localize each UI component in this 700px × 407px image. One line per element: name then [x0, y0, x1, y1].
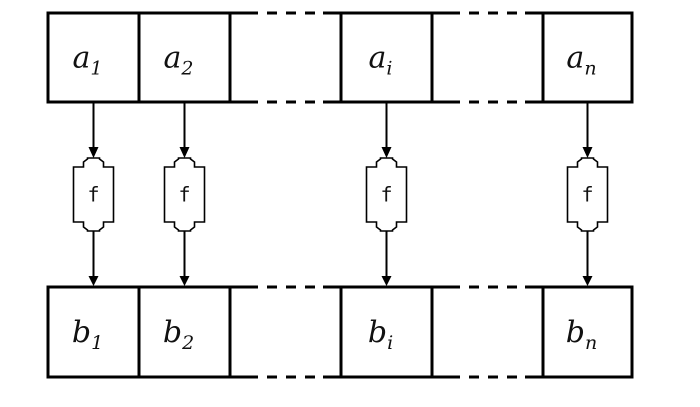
cell-subscript: i: [386, 58, 392, 80]
cell-label: bn: [566, 315, 597, 354]
a-cell: a2: [137, 11, 232, 104]
ellipsis-gap: [230, 11, 341, 104]
cell-box: [339, 285, 434, 379]
cell-subscript: 2: [180, 58, 193, 80]
function-box: f: [566, 157, 609, 232]
cell-subscript: n: [584, 58, 596, 80]
cell-base: a: [164, 41, 182, 76]
b-cell: bi: [339, 285, 434, 379]
function-box: f: [163, 157, 206, 232]
b-cell: b1: [46, 285, 141, 379]
arrow-head-icon: [582, 147, 593, 158]
a-cell: a1: [46, 11, 141, 104]
arrow-head-icon: [381, 147, 392, 158]
function-box-outline: [566, 157, 609, 232]
function-box-outline: [365, 157, 408, 232]
arrow-head-icon: [179, 276, 190, 286]
arrow-head-icon: [582, 276, 593, 286]
cell-subscript: 2: [181, 332, 194, 354]
arrow-head-icon: [88, 147, 99, 158]
function-box-outline: [163, 157, 206, 232]
cell-box: [541, 285, 634, 379]
b-cell: bn: [541, 285, 634, 379]
map-lane-n: [582, 102, 593, 286]
ellipsis-gap: [432, 11, 543, 104]
b-cell: b2: [137, 285, 232, 379]
cell-base: a: [73, 41, 91, 76]
function-label: f: [87, 183, 99, 207]
cell-base: b: [368, 315, 387, 350]
cell-label: b2: [163, 315, 194, 354]
function-box: f: [72, 157, 115, 232]
cell-subscript: i: [387, 332, 393, 354]
map-lane-i: [381, 102, 392, 286]
ellipsis-gap: [432, 285, 543, 379]
cell-label: bi: [368, 315, 393, 354]
cell-subscript: 1: [91, 332, 103, 354]
cell-label: an: [566, 41, 596, 80]
function-label: f: [178, 183, 190, 207]
arrow-head-icon: [88, 276, 99, 286]
cell-base: b: [566, 315, 585, 350]
function-label: f: [380, 183, 392, 207]
ellipsis-gap: [230, 285, 341, 379]
function-box-outline: [72, 157, 115, 232]
cell-box: [137, 285, 232, 379]
function-box: f: [365, 157, 408, 232]
map-lane-2: [179, 102, 190, 286]
map-lane-1: [88, 102, 99, 286]
cell-base: b: [163, 315, 182, 350]
function-label: f: [581, 183, 593, 207]
cell-subscript: 1: [90, 58, 102, 80]
arrow-head-icon: [381, 276, 392, 286]
cell-label: ai: [369, 41, 393, 80]
arrow-head-icon: [179, 147, 190, 158]
cell-label: a1: [73, 41, 103, 80]
arrows-layer: [88, 102, 593, 286]
a-cell: ai: [339, 11, 434, 104]
a-cell: an: [541, 11, 634, 104]
cell-base: a: [369, 41, 387, 76]
cell-base: b: [72, 315, 91, 350]
cell-label: b1: [72, 315, 103, 354]
cell-base: a: [566, 41, 584, 76]
cell-label: a2: [164, 41, 194, 80]
cell-subscript: n: [585, 332, 597, 354]
